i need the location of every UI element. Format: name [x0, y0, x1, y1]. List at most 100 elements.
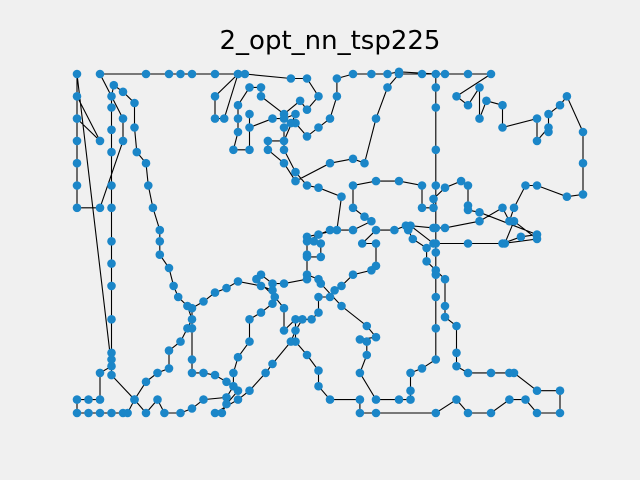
city-point [164, 346, 174, 355]
city-point [245, 123, 254, 132]
city-point [452, 395, 461, 404]
city-point [355, 408, 365, 418]
city-point [95, 136, 105, 146]
city-point [199, 395, 208, 404]
city-point [431, 266, 441, 275]
city-point [222, 393, 231, 402]
city-point [286, 118, 296, 128]
city-point [371, 395, 381, 404]
city-point [325, 292, 335, 302]
city-point [72, 203, 82, 213]
city-point [302, 181, 312, 190]
city-point [72, 408, 82, 418]
city-point [270, 292, 280, 302]
city-point [279, 123, 289, 132]
city-point [431, 145, 441, 155]
city-point [210, 288, 220, 297]
city-point [307, 315, 316, 324]
city-point [233, 114, 243, 123]
city-point [463, 368, 473, 378]
city-point [233, 100, 243, 110]
city-point [229, 368, 238, 378]
city-point [107, 408, 116, 418]
city-point [505, 395, 514, 404]
city-point [417, 181, 427, 190]
city-point [463, 239, 473, 248]
city-point [107, 370, 116, 380]
city-point [164, 364, 174, 373]
city-point [199, 297, 208, 306]
city-point [95, 408, 105, 418]
city-point [183, 324, 192, 333]
city-point [279, 303, 289, 313]
city-point [429, 194, 438, 204]
city-point [394, 395, 404, 404]
city-point [72, 158, 82, 168]
city-point [107, 103, 116, 112]
city-point [173, 292, 183, 302]
city-point [169, 281, 178, 291]
city-point [532, 408, 542, 418]
city-point [256, 308, 266, 317]
city-point [348, 181, 358, 190]
city-point [505, 368, 514, 378]
city-point [176, 408, 185, 418]
city-point [394, 67, 404, 77]
city-point [456, 176, 466, 186]
city-point [325, 395, 335, 404]
city-point [417, 364, 427, 373]
city-point [160, 408, 169, 418]
city-point [360, 212, 369, 221]
city-point [187, 315, 197, 324]
city-point [314, 366, 323, 375]
city-point [463, 408, 473, 418]
city-point [144, 181, 153, 190]
city-point [371, 408, 381, 418]
city-point [463, 201, 473, 210]
city-point [532, 386, 542, 396]
city-point [210, 370, 220, 380]
city-point [233, 395, 243, 404]
city-point [291, 109, 300, 119]
city-point [367, 266, 376, 275]
city-point [107, 237, 116, 246]
city-point [268, 279, 277, 288]
city-point [210, 114, 220, 123]
city-point [408, 234, 418, 244]
city-point [217, 408, 227, 418]
city-point [362, 321, 372, 331]
city-point [578, 158, 588, 168]
city-point [141, 158, 151, 168]
city-point [371, 176, 381, 186]
city-point [141, 408, 151, 418]
city-point [325, 225, 335, 235]
city-point [367, 216, 376, 226]
city-point [95, 69, 105, 79]
city-point [298, 315, 307, 324]
city-point [431, 181, 441, 190]
city-point [279, 158, 289, 168]
city-point [463, 100, 473, 110]
city-point [263, 136, 273, 146]
city-point [362, 337, 372, 346]
city-point [233, 69, 243, 79]
city-point [107, 125, 116, 135]
city-point [302, 350, 312, 360]
city-point [72, 114, 82, 123]
city-point [314, 308, 323, 317]
city-point [367, 69, 376, 79]
city-point [475, 114, 484, 123]
city-point [417, 203, 427, 213]
city-point [107, 348, 116, 358]
city-point [486, 368, 496, 378]
city-point [440, 223, 450, 233]
city-point [268, 286, 277, 295]
city-point [245, 145, 254, 155]
city-point [337, 281, 346, 291]
city-point [279, 114, 289, 123]
city-point [486, 408, 496, 418]
city-point [532, 136, 542, 146]
city-point [371, 225, 381, 235]
city-point [355, 368, 365, 378]
